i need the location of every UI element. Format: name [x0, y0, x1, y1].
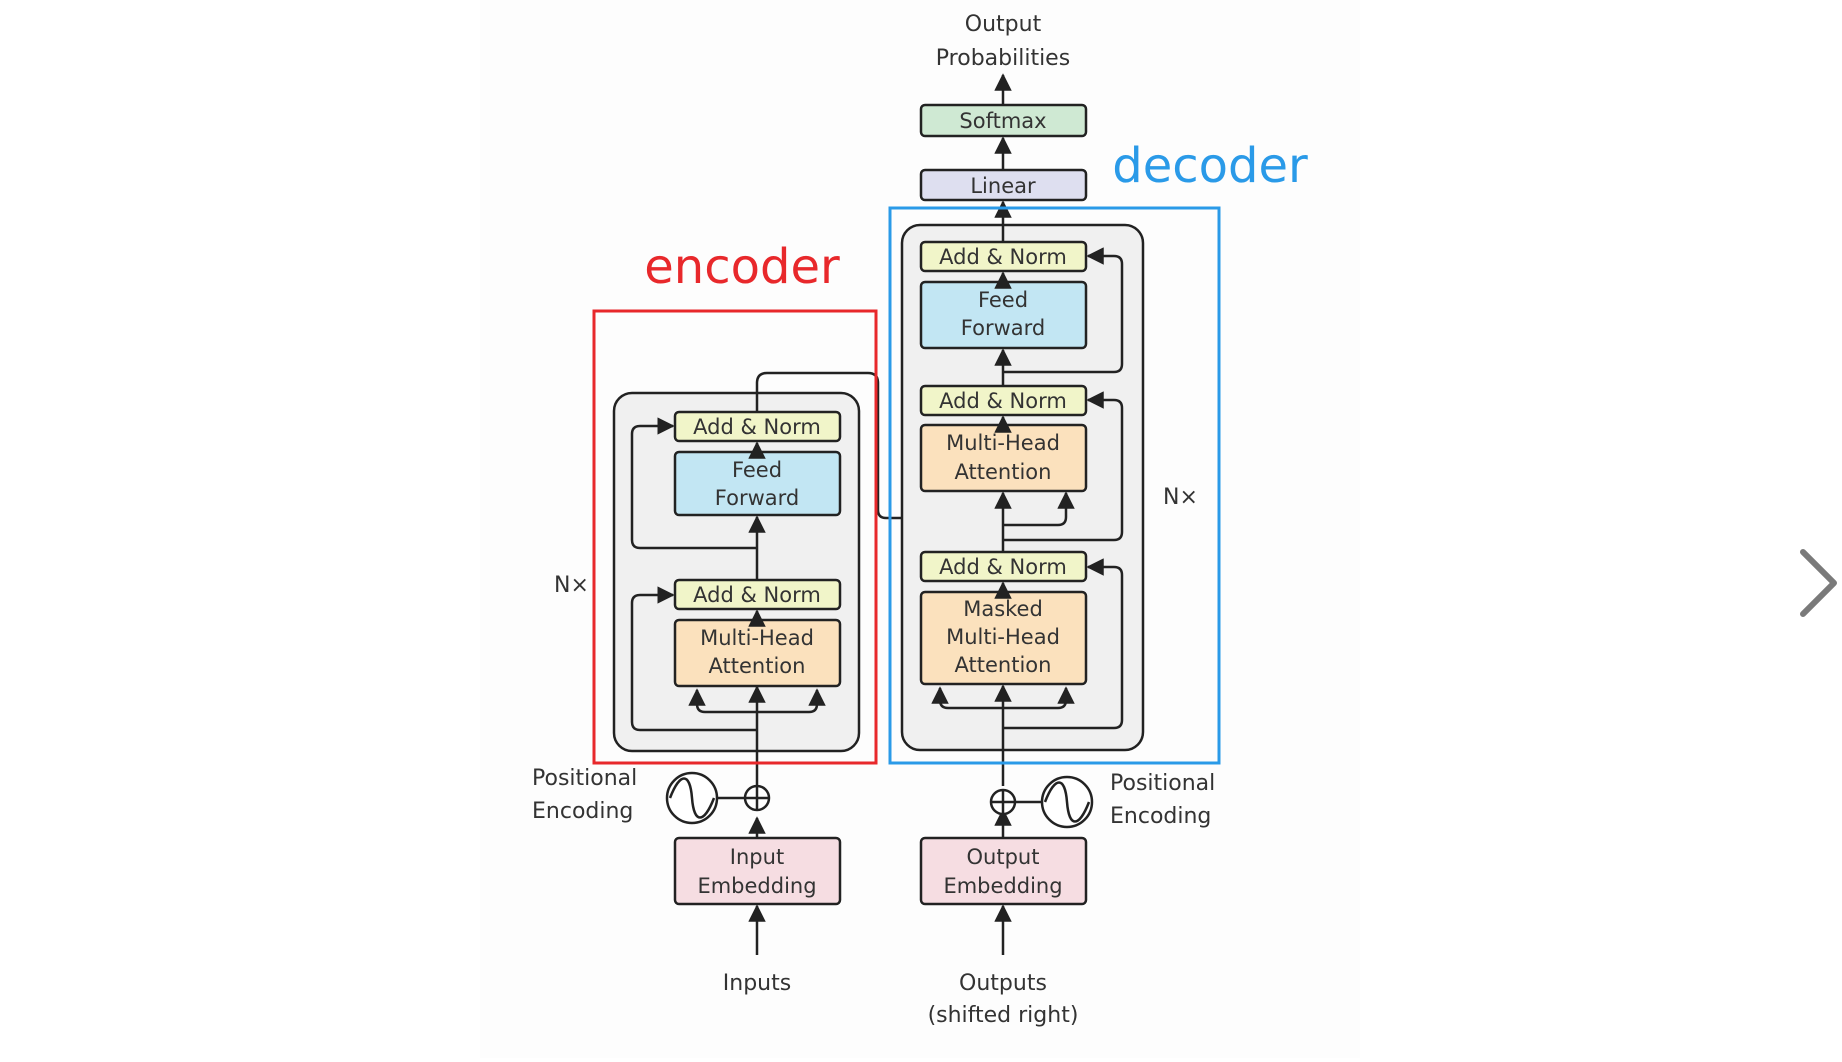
decoder-add-norm-top: Add & Norm — [919, 240, 1088, 273]
decoder-feed-forward-line2: Forward — [961, 316, 1045, 340]
decoder-masked-line3: Attention — [955, 653, 1052, 677]
encoder-add-norm-bottom-label: Add & Norm — [693, 583, 821, 607]
decoder-positional-encoding: Positional Encoding — [989, 771, 1215, 829]
decoder-add-norm-bottom-label: Add & Norm — [939, 555, 1067, 579]
decoder-nx-label: N× — [1163, 485, 1198, 510]
encoder-add-norm-bottom: Add & Norm — [673, 578, 842, 611]
decoder-feed-forward-line1: Feed — [978, 288, 1028, 312]
decoder-add-norm-bottom: Add & Norm — [919, 550, 1088, 583]
encoder-nx-label: N× — [554, 573, 589, 598]
decoder-positional-label-line1: Positional — [1110, 771, 1215, 796]
encoder-positional-label-line2: Encoding — [532, 799, 633, 824]
encoder-stack — [612, 391, 861, 753]
decoder-masked-line1: Masked — [963, 597, 1043, 621]
output-embedding: Output Embedding — [919, 836, 1088, 906]
decoder-connections — [931, 73, 1124, 837]
input-embedding: Input Embedding — [673, 836, 842, 906]
input-embedding-line1: Input — [730, 845, 784, 869]
decoder-highlight-box — [888, 206, 1221, 765]
linear-block: Linear — [919, 168, 1088, 202]
encoder-add-norm-top: Add & Norm — [673, 410, 842, 443]
output-embedding-line2: Embedding — [943, 874, 1062, 898]
input-embedding-line2: Embedding — [697, 874, 816, 898]
outputs-label-line2: (shifted right) — [928, 1003, 1079, 1028]
encoder-feed-forward-line2: Forward — [715, 486, 799, 510]
output-probabilities-line1: Output — [965, 12, 1042, 37]
output-embedding-line1: Output — [967, 845, 1040, 869]
output-probabilities-line2: Probabilities — [936, 46, 1070, 71]
encoder-multi-head-attention: Multi-Head Attention — [673, 618, 842, 688]
softmax-block: Softmax — [919, 103, 1088, 138]
decoder-masked-multi-head-attention: Masked Multi-Head Attention — [919, 590, 1088, 686]
chevron-right-icon — [1800, 549, 1837, 617]
next-button[interactable] — [1790, 540, 1837, 630]
encoder-mha-line1: Multi-Head — [700, 626, 814, 650]
encoder-positional-encoding: Positional Encoding — [532, 766, 771, 825]
encoder-highlight-box — [592, 309, 878, 765]
decoder-title: decoder — [1112, 138, 1308, 194]
decoder-masked-line2: Multi-Head — [946, 625, 1060, 649]
decoder-add-norm-middle-label: Add & Norm — [939, 389, 1067, 413]
encoder-title: encoder — [644, 239, 840, 295]
decoder-mha-line2: Attention — [955, 460, 1052, 484]
inputs-label: Inputs — [723, 971, 791, 996]
outputs-label-line1: Outputs — [959, 971, 1047, 996]
encoder-positional-label-line1: Positional — [532, 766, 637, 791]
decoder-add-norm-top-label: Add & Norm — [939, 245, 1067, 269]
encoder-feed-forward: Feed Forward — [673, 450, 842, 517]
linear-label: Linear — [970, 174, 1036, 198]
decoder-positional-label-line2: Encoding — [1110, 804, 1211, 829]
decoder-feed-forward: Feed Forward — [919, 280, 1088, 350]
encoder-mha-line2: Attention — [709, 654, 806, 678]
decoder-mha-line1: Multi-Head — [946, 431, 1060, 455]
encoder-feed-forward-line1: Feed — [732, 458, 782, 482]
softmax-label: Softmax — [959, 109, 1046, 133]
decoder-add-norm-middle: Add & Norm — [919, 384, 1088, 417]
decoder-multi-head-attention: Multi-Head Attention — [919, 423, 1088, 493]
encoder-add-norm-top-label: Add & Norm — [693, 415, 821, 439]
